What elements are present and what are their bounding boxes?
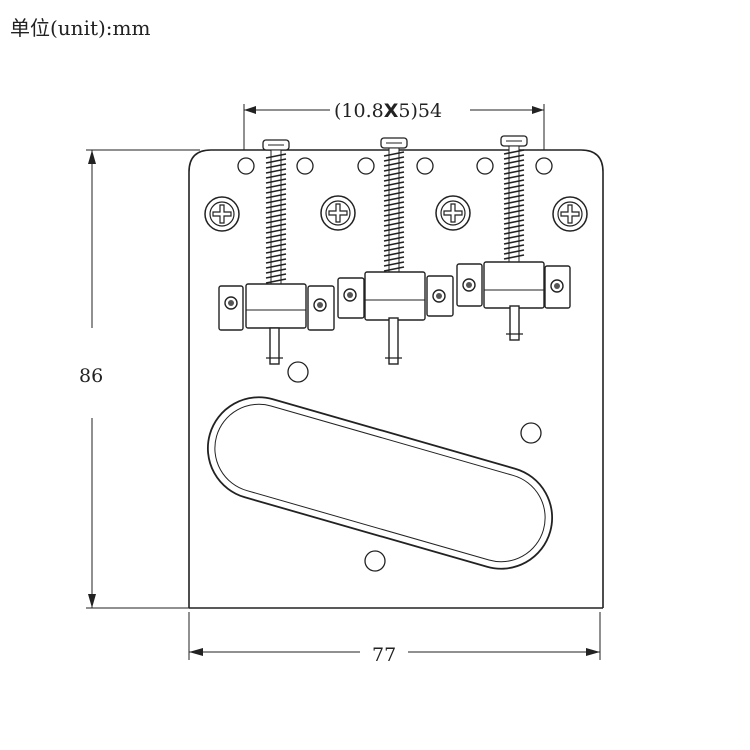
spacing-times: X <box>384 100 399 122</box>
mounting-screws <box>204 195 588 232</box>
plate-holes <box>287 361 542 572</box>
spacing-suffix: 5)54 <box>398 100 442 122</box>
pickup-cutout <box>206 396 554 570</box>
phillips-screw-icon <box>435 195 471 231</box>
width-value: 77 <box>372 644 396 666</box>
svg-text:(10.8X5)54: (10.8X5)54 <box>334 100 442 122</box>
phillips-screw-icon <box>552 196 588 232</box>
intonation-screw-3 <box>500 135 528 265</box>
spacing-prefix: (10.8 <box>334 100 384 122</box>
unit-label: 单位(unit):mm <box>10 16 151 40</box>
width-dimension: 77 <box>188 612 601 666</box>
saddle-1 <box>218 283 335 365</box>
saddle-3 <box>456 261 571 341</box>
spacing-dimension: (10.8X5)54 <box>243 100 545 150</box>
phillips-screw-icon <box>320 195 356 231</box>
intonation-screw-2 <box>380 137 408 275</box>
height-value: 86 <box>79 365 103 387</box>
saddle-2 <box>337 271 454 365</box>
height-dimension: 86 <box>79 149 200 609</box>
intonation-screws <box>262 135 528 287</box>
top-holes <box>237 157 553 175</box>
phillips-screw-icon <box>204 196 240 232</box>
intonation-screw-1 <box>262 139 290 287</box>
saddles <box>218 261 571 365</box>
